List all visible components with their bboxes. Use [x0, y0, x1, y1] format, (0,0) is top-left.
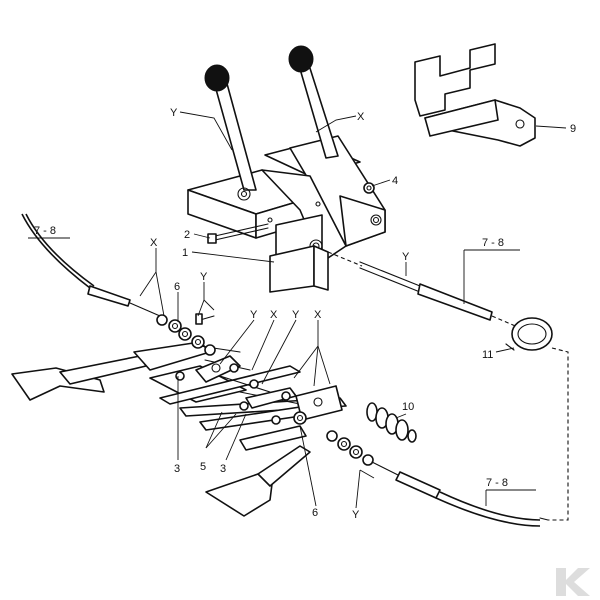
leader-lines: [28, 111, 567, 509]
callout-7-8-left: 7 - 8: [34, 225, 56, 237]
lever-x: [288, 45, 339, 159]
callout-x-link: X: [270, 309, 278, 321]
part-1-plate: [269, 245, 329, 293]
part-11-clamp: [505, 317, 553, 351]
callout-1: 1: [182, 247, 188, 259]
lever-y-knob: [204, 64, 230, 92]
part-10-boot: [366, 402, 417, 443]
callout-5: 5: [200, 461, 206, 473]
part-6-washers-left: [178, 313, 216, 356]
cable-right-upper: [327, 251, 521, 329]
callout-x-left: X: [150, 237, 158, 249]
callout-6-lower: 6: [312, 507, 318, 519]
lever-x-knob: [288, 45, 314, 73]
part-4-nut: [363, 182, 375, 194]
cable-route-dashed: [548, 347, 569, 521]
callout-7-8-right: 7 - 8: [482, 237, 504, 249]
callout-3-right: 3: [220, 463, 226, 475]
callout-y-bottom: Y: [352, 509, 360, 521]
callout-y-right-cable: Y: [402, 251, 410, 263]
part-6-washers-lower: [293, 411, 374, 466]
lower-linkage: [11, 341, 347, 517]
callout-y-link-2: Y: [292, 309, 300, 321]
part-2-bolt: [207, 223, 269, 244]
callout-7-8-bottom: 7 - 8: [486, 477, 508, 489]
callout-labels: Y X 4 2 1 7 - 8 X 6 Y Y 7 - 8 11 Y X Y X…: [34, 107, 576, 521]
callout-11: 11: [482, 349, 493, 361]
callout-4: 4: [392, 175, 398, 187]
watermark-logo: [556, 568, 590, 596]
cable-lower: [371, 461, 549, 527]
callout-x-link-2: X: [314, 309, 322, 321]
cable-left-upper: [21, 213, 182, 333]
callout-y-link-1: Y: [250, 309, 258, 321]
callout-9: 9: [570, 123, 576, 135]
callout-10: 10: [402, 401, 414, 413]
part-9-bracket: [414, 43, 536, 147]
callout-y-left: Y: [200, 271, 208, 283]
lever-y: [204, 64, 257, 201]
callout-2: 2: [184, 229, 190, 241]
lever-housing: [187, 135, 386, 271]
callout-6-upper: 6: [174, 281, 180, 293]
callout-3-left: 3: [174, 463, 180, 475]
callout-y-lever: Y: [170, 107, 178, 119]
callout-x-lever: X: [357, 111, 365, 123]
